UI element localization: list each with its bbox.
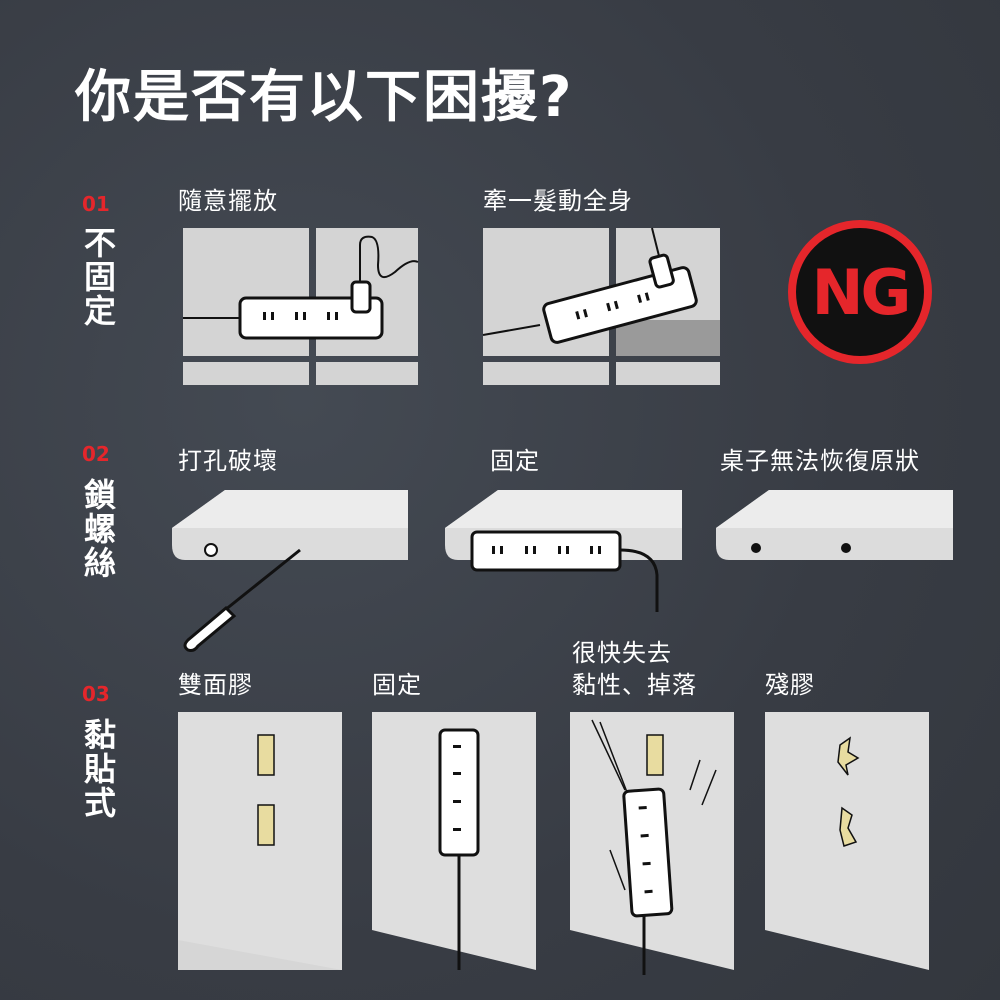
label-fixed: 固定 (490, 447, 540, 475)
wall-falling (570, 712, 734, 975)
section-number-02: 02 (82, 442, 110, 466)
label-lose-stickiness-1: 很快失去 (572, 639, 672, 667)
wall-tape (178, 712, 342, 970)
window-scene-2 (482, 227, 720, 385)
ng-badge-text: NG (811, 256, 912, 329)
table-damaged (716, 490, 953, 560)
section-number-01: 01 (82, 192, 110, 216)
wall-stuck (372, 712, 536, 970)
section-name-03: 黏貼式 (79, 718, 117, 820)
section-name-01: 不固定 (79, 226, 117, 328)
section-number-03: 03 (82, 682, 110, 706)
label-random-placement: 隨意擺放 (178, 187, 278, 215)
table-fixed (445, 490, 682, 612)
label-chain-reaction: 牽一髮動全身 (483, 187, 633, 215)
label-double-sided-tape: 雙面膠 (178, 671, 253, 699)
label-fixed-tape: 固定 (372, 671, 422, 699)
section-name-02: 鎖螺絲 (79, 478, 117, 580)
label-drilling-damage: 打孔破壞 (178, 447, 278, 475)
wall-residue (765, 712, 929, 970)
window-scene-1 (183, 228, 419, 385)
label-table-unrestorable: 桌子無法恢復原狀 (720, 447, 920, 475)
table-drilled (172, 490, 408, 652)
page-title: 你是否有以下困擾? (75, 65, 574, 130)
ng-badge (788, 220, 932, 364)
label-lose-stickiness-2: 黏性、掉落 (572, 671, 697, 699)
label-residue: 殘膠 (765, 671, 815, 699)
